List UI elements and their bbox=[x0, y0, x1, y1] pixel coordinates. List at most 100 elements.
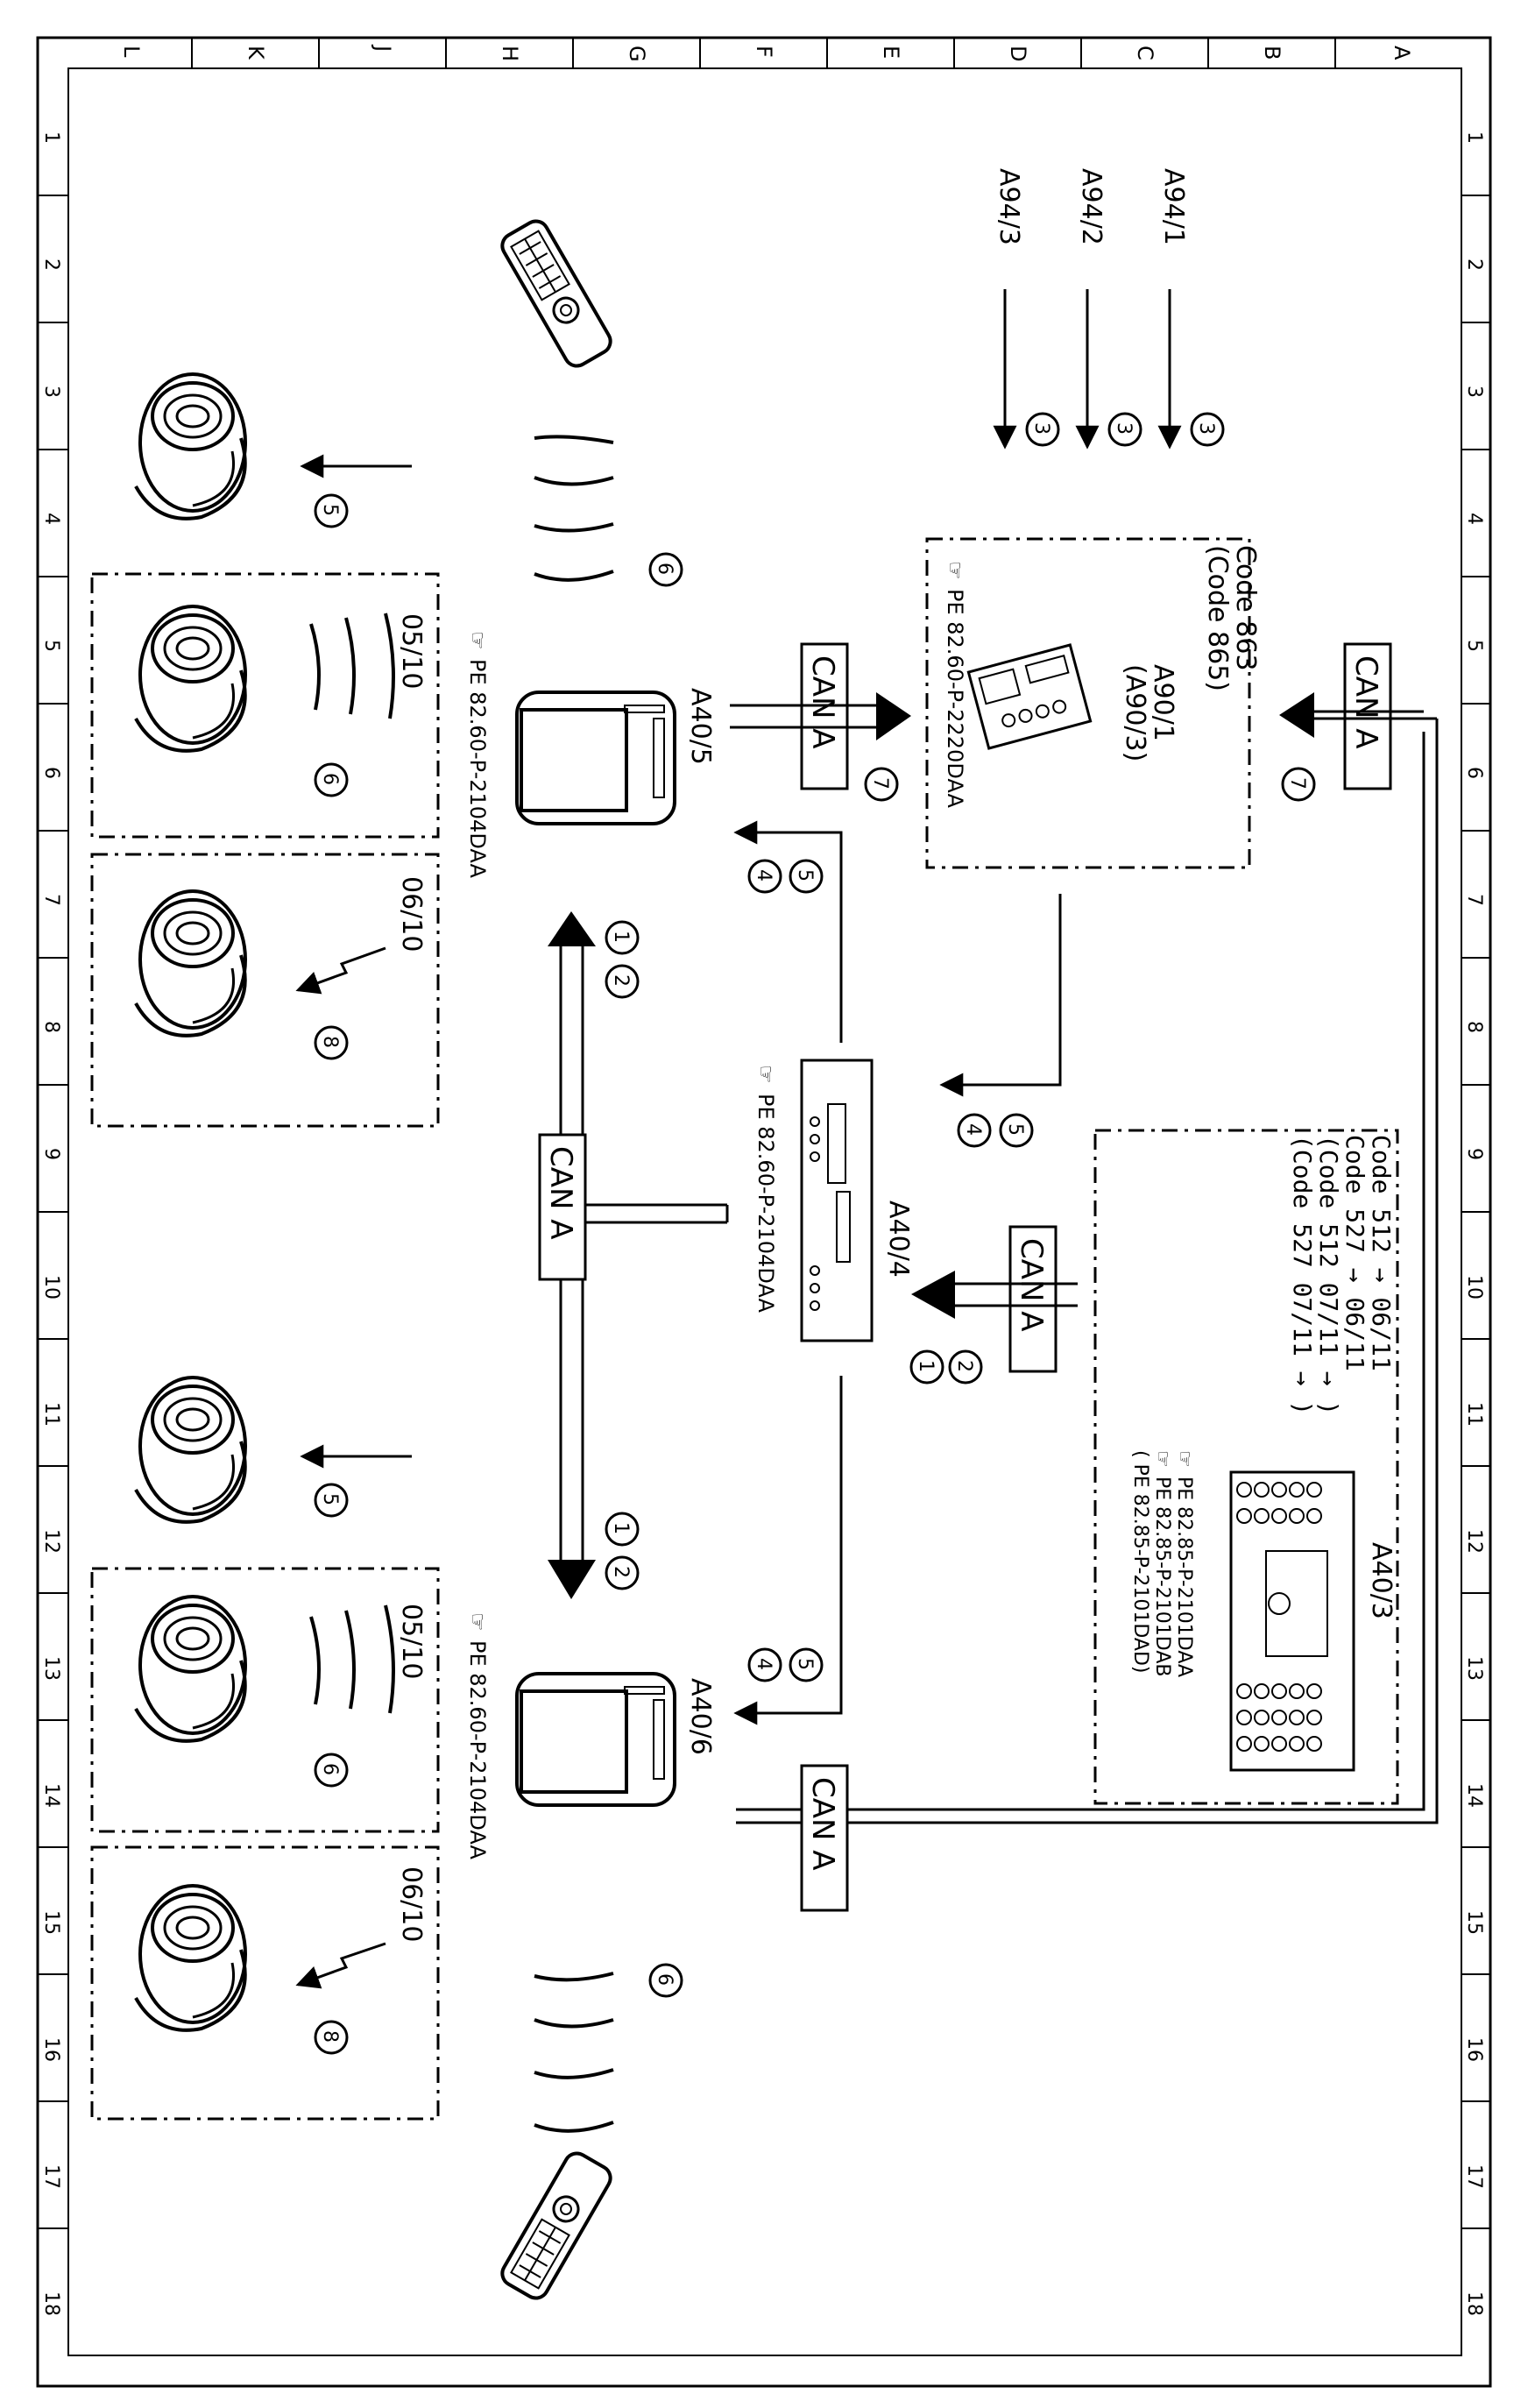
grid-number-l-6: 6 bbox=[40, 767, 62, 779]
grid-number-r-10: 10 bbox=[1463, 1275, 1485, 1300]
marker-1-bottom: 1 bbox=[605, 1512, 640, 1547]
grid-number-r-15: 15 bbox=[1463, 1910, 1485, 1935]
grid-number-r-17: 17 bbox=[1463, 2164, 1485, 2189]
grid-number-r-13: 13 bbox=[1463, 1656, 1485, 1681]
bt-bolt-top bbox=[295, 946, 386, 995]
a90-code-2: (Code 865) bbox=[1202, 545, 1233, 691]
svg-text:1: 1 bbox=[610, 931, 632, 943]
can-vertical-arrow-down bbox=[548, 1560, 596, 1599]
grid-letter-e: E bbox=[879, 46, 903, 59]
can-a-bottom-badge bbox=[800, 1764, 849, 1912]
svg-text:3: 3 bbox=[1030, 422, 1052, 435]
marker-6-box-top: 6 bbox=[314, 762, 349, 797]
a40-3-ref-1: PE 82.85-P-2101DAA bbox=[1173, 1477, 1195, 1677]
can-a-arrowhead-right bbox=[1279, 692, 1314, 738]
grid-number-l-1: 1 bbox=[40, 131, 62, 144]
grid-number-r-9: 9 bbox=[1463, 1148, 1485, 1160]
can-a-arrowhead-a40-3 bbox=[911, 1271, 955, 1319]
ir-waves-headphone-top bbox=[309, 613, 395, 719]
grid-number-r-8: 8 bbox=[1463, 1021, 1485, 1033]
a90-ref-icon: ☞ bbox=[943, 561, 967, 580]
a40-5-monitor bbox=[515, 691, 676, 825]
svg-text:7: 7 bbox=[1286, 777, 1308, 790]
grid-number-r-1: 1 bbox=[1463, 131, 1485, 144]
grid-number-r-6: 6 bbox=[1463, 767, 1485, 779]
a40-4-to-a40-5-line bbox=[733, 820, 843, 1043]
marker-2-a40-3: 2 bbox=[948, 1349, 983, 1385]
svg-text:6: 6 bbox=[654, 1973, 676, 1986]
grid-number-r-3: 3 bbox=[1463, 386, 1485, 398]
svg-text:5: 5 bbox=[319, 1493, 341, 1505]
grid-number-r-14: 14 bbox=[1463, 1783, 1485, 1808]
marker-2-top: 2 bbox=[605, 964, 640, 999]
grid-number-r-18: 18 bbox=[1463, 2291, 1485, 2316]
svg-text:5: 5 bbox=[794, 869, 816, 882]
marker-4-a40-4: 4 bbox=[957, 1113, 992, 1148]
grid-number-l-2: 2 bbox=[40, 259, 62, 271]
grid-top-dividers bbox=[191, 38, 1336, 68]
svg-text:3: 3 bbox=[1113, 422, 1135, 435]
marker-7-right: 7 bbox=[1281, 767, 1316, 802]
grid-number-l-18: 18 bbox=[40, 2291, 62, 2316]
can-vertical-arrow-up bbox=[548, 911, 596, 946]
svg-text:3: 3 bbox=[1195, 422, 1217, 435]
can-a-mid-label: CAN A bbox=[805, 655, 840, 749]
a40-4-ref-icon: ☞ bbox=[753, 1065, 778, 1084]
marker-3-a94-1: 3 bbox=[1190, 412, 1225, 447]
box-0510-bottom bbox=[90, 1567, 440, 1833]
can-a-right-badge bbox=[1343, 642, 1392, 790]
a40-4-ref: PE 82.60-P-2104DAA bbox=[753, 1094, 778, 1313]
grid-letter-k: K bbox=[244, 46, 268, 60]
can-a-right-label: CAN A bbox=[1348, 655, 1383, 749]
a40-4-label: A40/4 bbox=[883, 1200, 914, 1278]
a40-3-ref-icon-2: ☞ bbox=[1151, 1450, 1173, 1468]
marker-4-a40-6: 4 bbox=[747, 1647, 782, 1682]
a40-3-code-3: (Code 512 07/11 → ) bbox=[1314, 1135, 1343, 1415]
grid-number-l-3: 3 bbox=[40, 386, 62, 398]
a40-5-ref: PE 82.60-P-2104DAA bbox=[465, 659, 490, 878]
grid-number-l-9: 9 bbox=[40, 1148, 62, 1160]
a94-1-label: A94/1 bbox=[1158, 168, 1189, 245]
grid-number-l-13: 13 bbox=[40, 1656, 62, 1681]
headphone-ir-top bbox=[134, 605, 247, 753]
grid-number-l-5: 5 bbox=[40, 640, 62, 652]
remote-control-top bbox=[496, 215, 617, 372]
grid-number-l-14: 14 bbox=[40, 1783, 62, 1808]
a40-3-head-unit-icon bbox=[1229, 1470, 1355, 1772]
a90-code-1: Code 863 bbox=[1230, 545, 1261, 671]
grid-number-r-16: 16 bbox=[1463, 2037, 1485, 2062]
marker-1-a40-3: 1 bbox=[909, 1349, 944, 1385]
grid-number-r-7: 7 bbox=[1463, 894, 1485, 906]
grid-letter-h: H bbox=[498, 46, 522, 61]
box-0610-bottom bbox=[90, 1845, 440, 2121]
a40-4-to-a40-6-line bbox=[733, 1376, 843, 1725]
date-0510-top: 05/10 bbox=[396, 613, 427, 689]
grid-number-r-12: 12 bbox=[1463, 1529, 1485, 1554]
remote-control-bottom bbox=[496, 2147, 617, 2305]
box-0510-top bbox=[90, 572, 440, 839]
a94-3-label: A94/3 bbox=[994, 168, 1024, 245]
svg-text:1: 1 bbox=[610, 1522, 632, 1534]
can-a-vertical-badge bbox=[538, 1133, 587, 1281]
date-0510-bottom: 05/10 bbox=[396, 1604, 427, 1679]
bt-bolt-bottom bbox=[295, 1942, 386, 1989]
marker-8-top: 8 bbox=[314, 1025, 349, 1060]
can-a-a40-3-badge bbox=[1008, 1225, 1058, 1373]
marker-8-bottom: 8 bbox=[314, 2020, 349, 2055]
grid-number-r-2: 2 bbox=[1463, 259, 1485, 271]
a40-5-ref-icon: ☞ bbox=[465, 631, 490, 650]
grid-number-r-5: 5 bbox=[1463, 640, 1485, 652]
grid-number-l-11: 11 bbox=[40, 1402, 62, 1427]
marker-3-a94-3: 3 bbox=[1025, 412, 1060, 447]
grid-letter-c: C bbox=[1133, 46, 1157, 60]
grid-letter-g: G bbox=[625, 46, 649, 62]
a40-5-label: A40/5 bbox=[685, 688, 716, 765]
svg-text:4: 4 bbox=[962, 1123, 984, 1136]
date-0610-top: 06/10 bbox=[396, 876, 427, 952]
marker-6-top-ir: 6 bbox=[648, 552, 683, 587]
svg-text:2: 2 bbox=[953, 1360, 975, 1372]
svg-text:5: 5 bbox=[319, 504, 341, 516]
marker-5-wired-top: 5 bbox=[314, 493, 349, 528]
